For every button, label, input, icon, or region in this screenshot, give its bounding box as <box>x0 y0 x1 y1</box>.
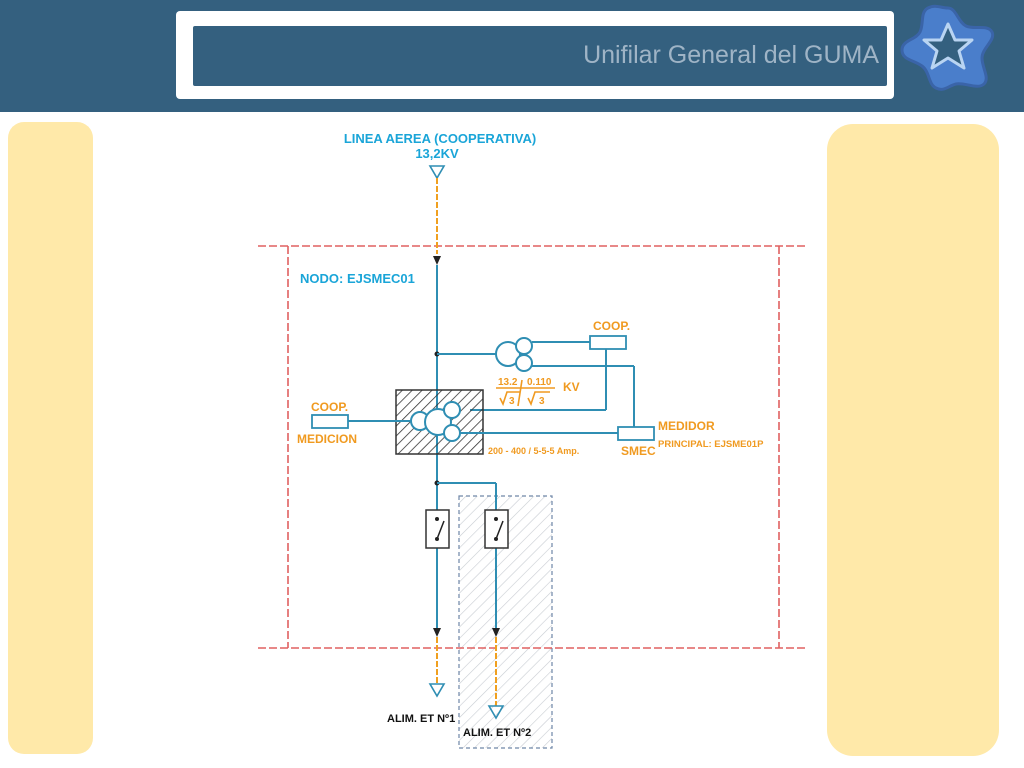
coop-top-label: COOP. <box>593 319 630 333</box>
current-ratio-label: 200 - 400 / 5-5-5 Amp. <box>488 446 579 456</box>
left-side-panel <box>8 122 93 754</box>
vt-coil-secondary <box>515 337 533 355</box>
smec-meter-box <box>617 426 655 441</box>
ratio-num-left: 13.2 <box>498 377 518 388</box>
ratio-unit-label: KV <box>563 380 580 394</box>
ct-coil <box>443 424 461 442</box>
source-triangle <box>428 165 446 180</box>
title-bar: Unifilar General del GUMA <box>193 26 887 86</box>
ratio-root-signs <box>496 379 555 407</box>
medicion-meter-box <box>311 414 349 429</box>
source-voltage-label: 13,2KV <box>415 146 459 161</box>
feeder1-triangle <box>428 683 446 698</box>
source-line-label: LINEA AEREA (COOPERATIVA) <box>344 131 536 146</box>
feeder1-switch <box>425 509 450 549</box>
feeder2-label: ALIM. ET Nº2 <box>463 727 531 739</box>
node-label: NODO: EJSMEC01 <box>300 271 415 286</box>
medicion-label: MEDICION <box>297 432 357 446</box>
star-flower-logo-icon <box>900 4 995 91</box>
vt-coil-secondary <box>515 354 533 372</box>
node-boundary <box>258 245 805 649</box>
feeder2-triangle <box>487 705 505 720</box>
incoming-arrow <box>433 256 441 265</box>
slide-title: Unifilar General del GUMA <box>583 41 879 69</box>
ct-coil <box>443 401 461 419</box>
coop-left-label: COOP. <box>311 400 348 414</box>
smec-label: SMEC <box>621 444 656 458</box>
ratio-den-left: 3 <box>509 396 515 407</box>
principal-label: PRINCIPAL: EJSME01P <box>658 439 764 450</box>
right-side-panel <box>827 124 999 756</box>
feeder2-switch <box>484 509 509 549</box>
feeder2-arrow <box>492 628 500 637</box>
medidor-label: MEDIDOR <box>658 419 715 433</box>
ratio-num-right: 0.110 <box>527 377 552 388</box>
ratio-den-right: 3 <box>539 396 545 407</box>
feeder1-label: ALIM. ET Nº1 <box>387 713 455 725</box>
coop-meter-box <box>589 335 627 350</box>
feeder1-arrow <box>433 628 441 637</box>
